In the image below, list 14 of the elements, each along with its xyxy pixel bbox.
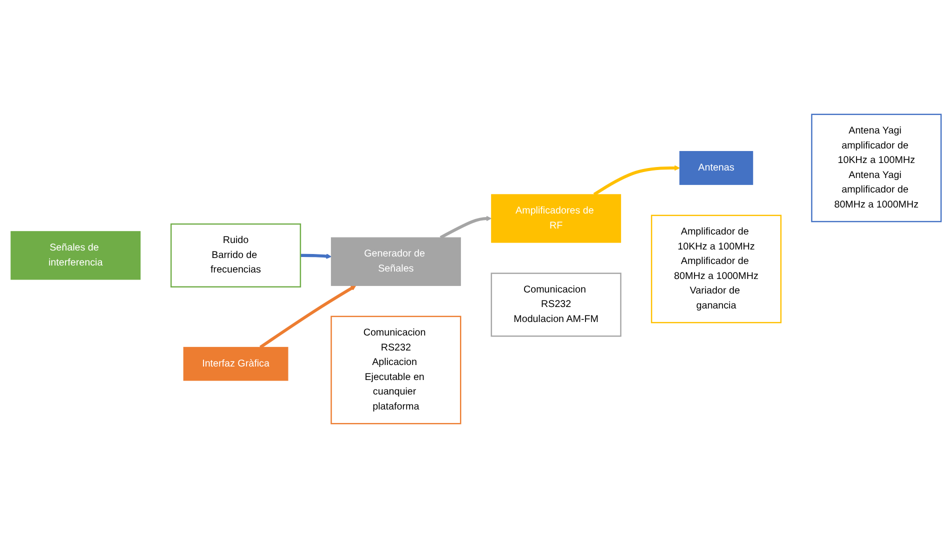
node-box: Antena Yagi amplificador de 10KHz a 100MHz Antena Yagi amplificador de 80MHz a 1000MHz — [811, 114, 942, 222]
node-box: Antenas — [679, 151, 754, 185]
node-box: Comunicacion RS232 Modulacion AM-FM — [490, 272, 622, 337]
arrow — [300, 254, 332, 259]
arrow — [440, 216, 492, 239]
arrow — [593, 165, 680, 196]
node-box: Ruido Barrido de frecuencias — [170, 223, 302, 288]
arrow — [259, 285, 356, 348]
node-box: Comunicacion RS232 Aplicacion Ejecutable en cuanquier plataforma — [330, 316, 462, 424]
node-box: Amplificador de 10KHz a 100MHz Amplificador de 80MHz a 1000MHz Variador de ganancia — [650, 214, 782, 324]
node-box: Amplificadores de RF — [491, 194, 622, 243]
node-box: Señales de interferencia — [10, 231, 141, 280]
node-box: Generador de Señales — [330, 237, 461, 286]
node-box: Interfaz Gràfica — [183, 346, 288, 381]
